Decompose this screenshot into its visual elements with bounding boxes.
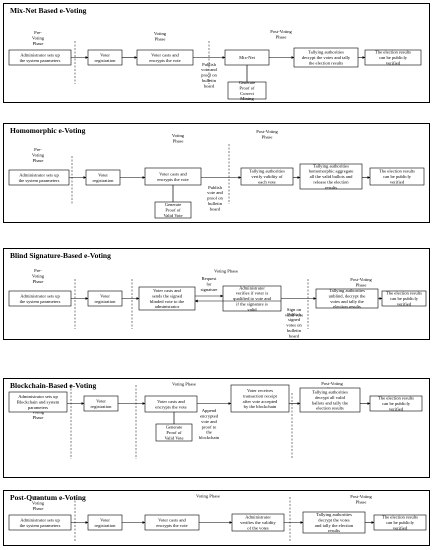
box-transaction-receipt (230, 384, 290, 413)
panel-title: Blind Signature-Based e-Voting (10, 251, 111, 260)
box-admin-blockchain-setup (8, 391, 68, 413)
panel-blockchain: Blockchain-Based e-Voting Pre-VotingPhas… (3, 378, 430, 478)
panel-title: Mix-Net Based e-Voting (10, 6, 87, 15)
panel-title: Blockchain-Based e-Voting (10, 381, 97, 390)
phase-label-voting: Voting Phase (196, 494, 220, 499)
box-mix-net-text: Mix-Net (239, 55, 256, 60)
panel-title: Post-Quantum e-Voting (10, 493, 86, 502)
box-tally-decrypt (299, 387, 361, 413)
box-admin-verify (222, 285, 282, 312)
phase-label-voting: Voting Phase (214, 269, 238, 274)
phase-label-voting: Voting Phase (172, 382, 196, 387)
panel-blind-signature: Blind Signature-Based e-Voting Pre-Votin… (3, 248, 430, 340)
panel-title: Homomorphic e-Voting (10, 126, 86, 135)
